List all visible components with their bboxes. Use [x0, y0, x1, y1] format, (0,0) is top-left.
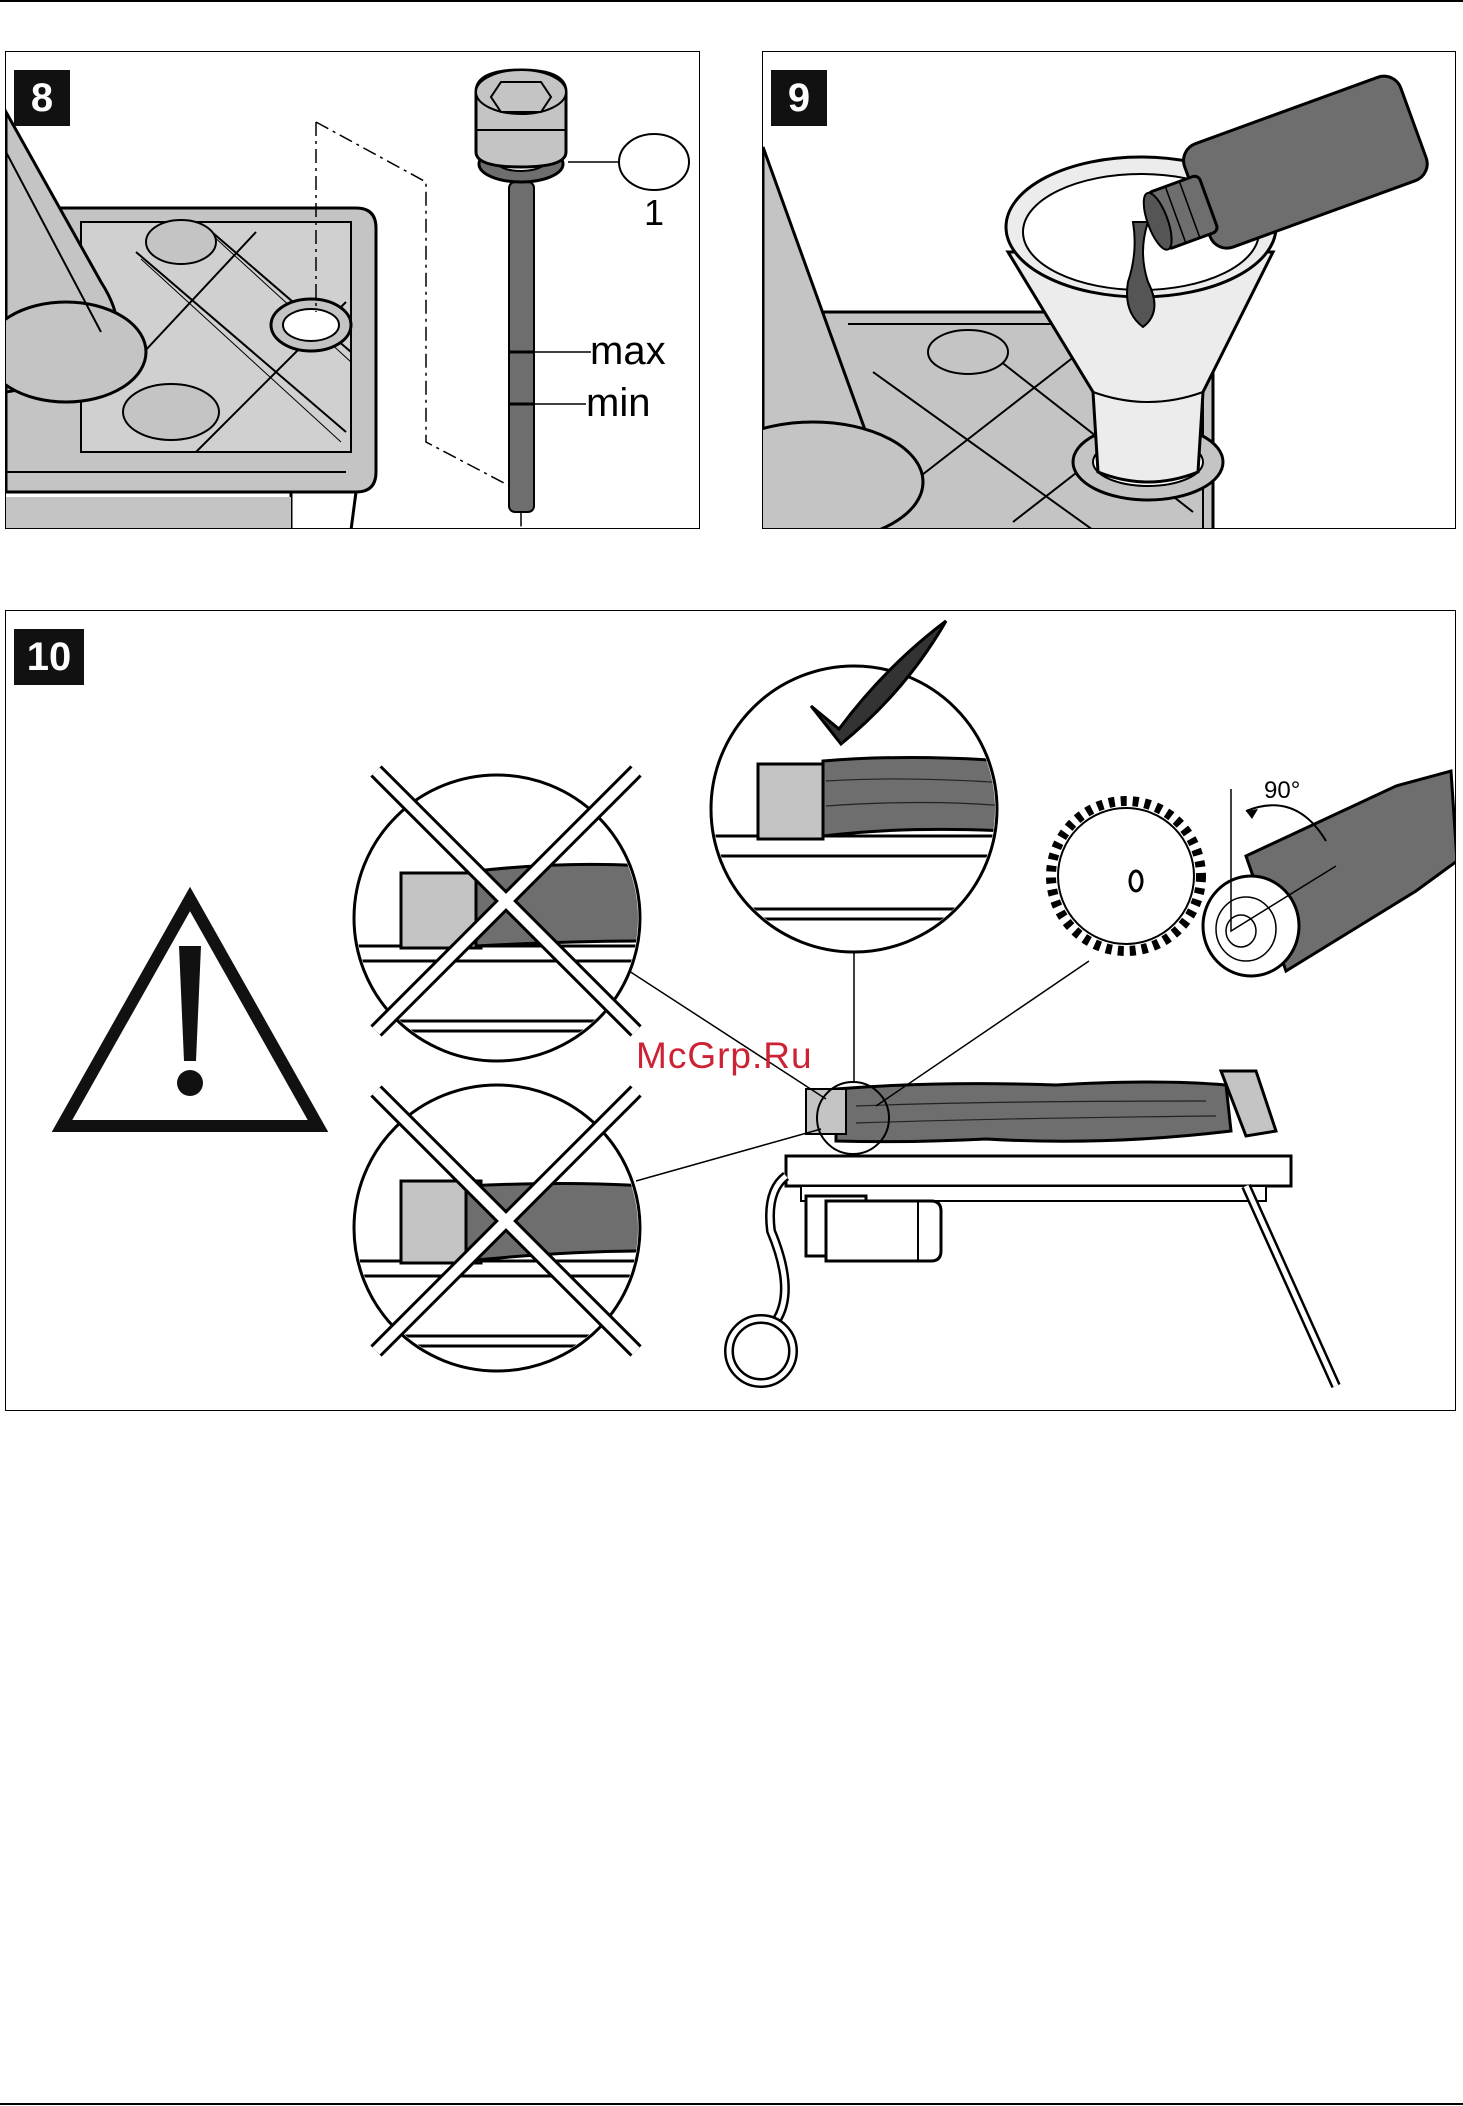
bottom-rule: [0, 2103, 1463, 2105]
figure-10-number: 10: [14, 629, 84, 685]
min-label: min: [586, 383, 650, 423]
saw-blade-icon: [1051, 801, 1201, 951]
callout-number-1: 1: [634, 195, 674, 231]
figure-8-panel: 8 1 max: [5, 51, 700, 529]
watermark-text: McGrp.Ru: [636, 1036, 813, 1076]
figure-8-number: 8: [14, 70, 70, 126]
top-rule: [0, 0, 1463, 2]
figure-9-panel: 9: [762, 51, 1456, 529]
figure-9-number: 9: [771, 70, 827, 126]
max-label: max: [590, 331, 666, 371]
figure-10-illustration: [6, 611, 1456, 1411]
angle-label: 90°: [1264, 779, 1300, 803]
figure-9-illustration: [763, 52, 1456, 529]
warning-triangle-icon: [62, 899, 318, 1126]
figure-10-panel: 10: [5, 610, 1456, 1411]
figure-8-illustration: [6, 52, 700, 529]
